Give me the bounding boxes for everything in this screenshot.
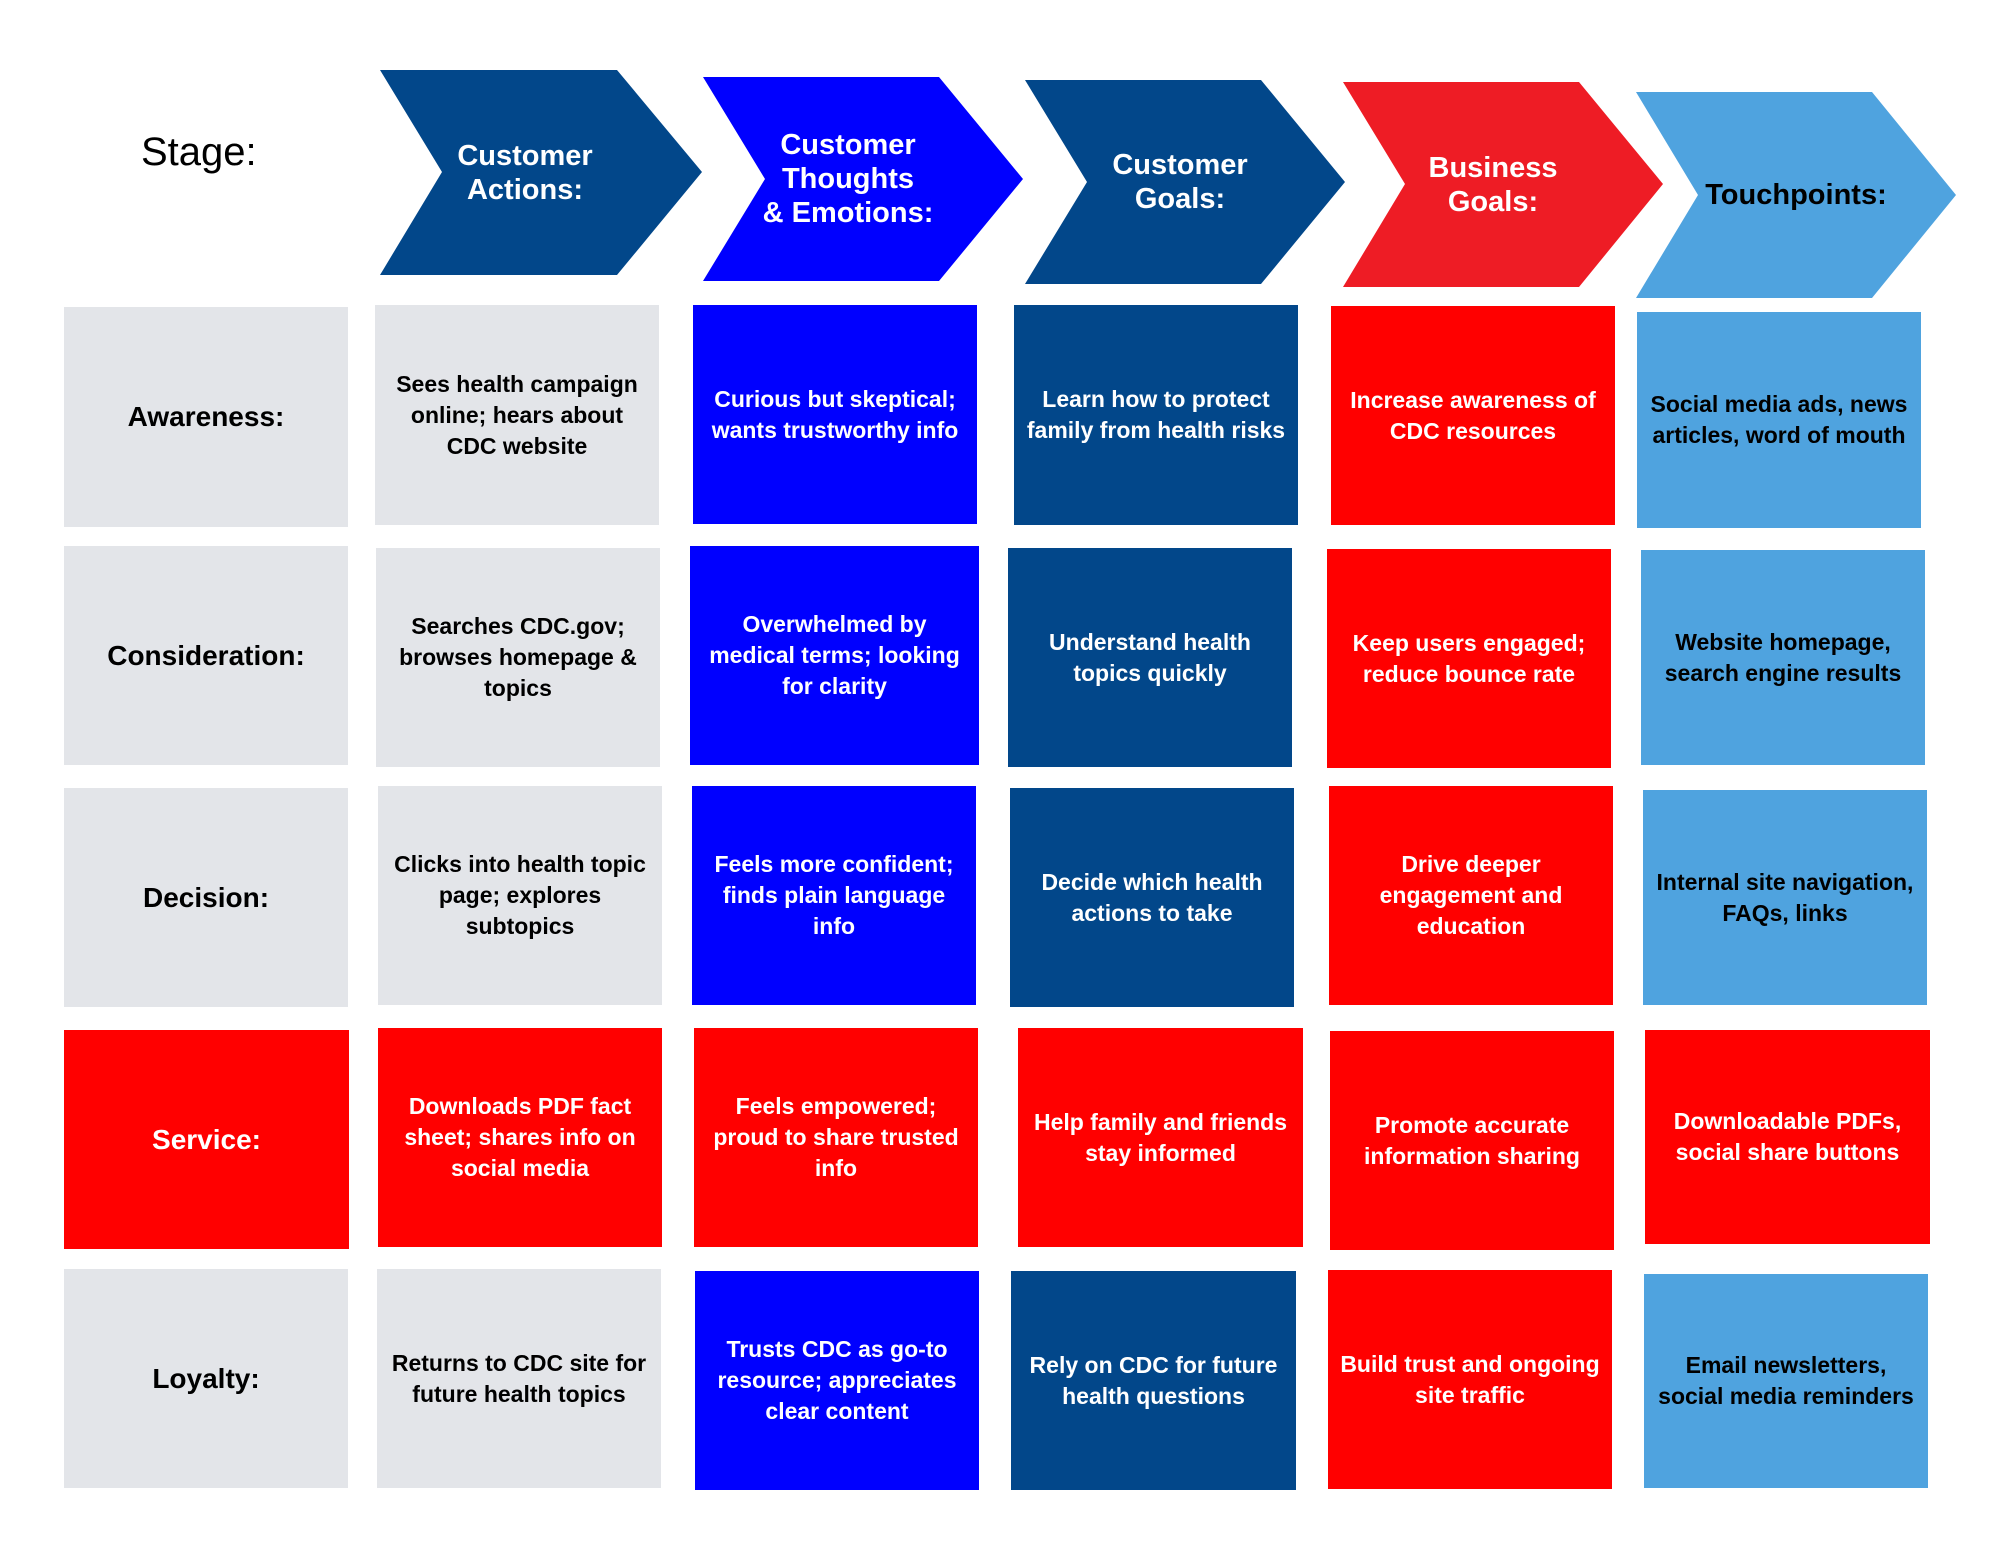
consideration-customer-goals-cell: Understand health topics quickly [1008, 548, 1292, 767]
decision-business-goals-cell: Drive deeper engagement and education [1329, 786, 1613, 1005]
awareness-customer-goals-cell: Learn how to protect family from health … [1014, 305, 1298, 525]
awareness-touchpoints-cell: Social media ads, news articles, word of… [1637, 312, 1921, 528]
row-label-loyalty: Loyalty: [64, 1269, 348, 1488]
column-header-label: Touchpoints: [1705, 179, 1887, 211]
column-header-label: Customer Actions: [457, 139, 593, 206]
decision-thoughts-cell: Feels more confident; finds plain langua… [692, 786, 976, 1005]
awareness-customer-actions-cell: Sees health campaign online; hears about… [375, 305, 659, 525]
column-header-label: Customer Thoughts & Emotions: [762, 129, 934, 229]
consideration-business-goals-cell: Keep users engaged; reduce bounce rate [1327, 549, 1611, 768]
service-customer-goals-cell: Help family and friends stay informed [1018, 1028, 1303, 1247]
column-header-touchpoints: Touchpoints: [1636, 92, 1956, 298]
row-label-decision: Decision: [64, 788, 348, 1007]
loyalty-touchpoints-cell: Email newsletters, social media reminder… [1644, 1274, 1928, 1488]
service-touchpoints-cell: Downloadable PDFs, social share buttons [1645, 1030, 1930, 1244]
loyalty-customer-goals-cell: Rely on CDC for future health questions [1011, 1271, 1296, 1490]
row-label-awareness: Awareness: [64, 307, 348, 527]
service-business-goals-cell: Promote accurate information sharing [1330, 1031, 1614, 1250]
loyalty-customer-actions-cell: Returns to CDC site for future health to… [377, 1269, 661, 1488]
row-label-consideration: Consideration: [64, 546, 348, 765]
column-header-business-goals: Business Goals: [1343, 82, 1663, 287]
consideration-touchpoints-cell: Website homepage, search engine results [1641, 550, 1925, 765]
decision-customer-actions-cell: Clicks into health topic page; explores … [378, 786, 662, 1005]
chevron-shape [1343, 82, 1663, 287]
column-header-customer-thoughts: Customer Thoughts & Emotions: [703, 77, 1023, 281]
loyalty-business-goals-cell: Build trust and ongoing site traffic [1328, 1270, 1612, 1489]
stage-label: Stage: [141, 130, 257, 174]
column-header-label: Customer Goals: [1112, 149, 1248, 215]
row-label-service: Service: [64, 1030, 349, 1249]
decision-touchpoints-cell: Internal site navigation, FAQs, links [1643, 790, 1927, 1005]
chevron-shape [380, 70, 702, 275]
column-header-customer-goals: Customer Goals: [1025, 80, 1345, 284]
chevron-shape [703, 77, 1023, 281]
awareness-business-goals-cell: Increase awareness of CDC resources [1331, 306, 1615, 525]
consideration-customer-actions-cell: Searches CDC.gov; browses homepage & top… [376, 548, 660, 767]
column-header-label: Business Goals: [1428, 151, 1558, 218]
loyalty-thoughts-cell: Trusts CDC as go-to resource; appreciate… [695, 1271, 979, 1490]
chevron-shape [1636, 92, 1956, 298]
service-thoughts-cell: Feels empowered; proud to share trusted … [694, 1028, 978, 1247]
consideration-thoughts-cell: Overwhelmed by medical terms; looking fo… [690, 546, 979, 765]
awareness-thoughts-cell: Curious but skeptical; wants trustworthy… [693, 305, 977, 524]
service-customer-actions-cell: Downloads PDF fact sheet; shares info on… [378, 1028, 662, 1247]
chevron-shape [1025, 80, 1345, 284]
decision-customer-goals-cell: Decide which health actions to take [1010, 788, 1294, 1007]
column-header-customer-actions: Customer Actions: [380, 70, 702, 275]
